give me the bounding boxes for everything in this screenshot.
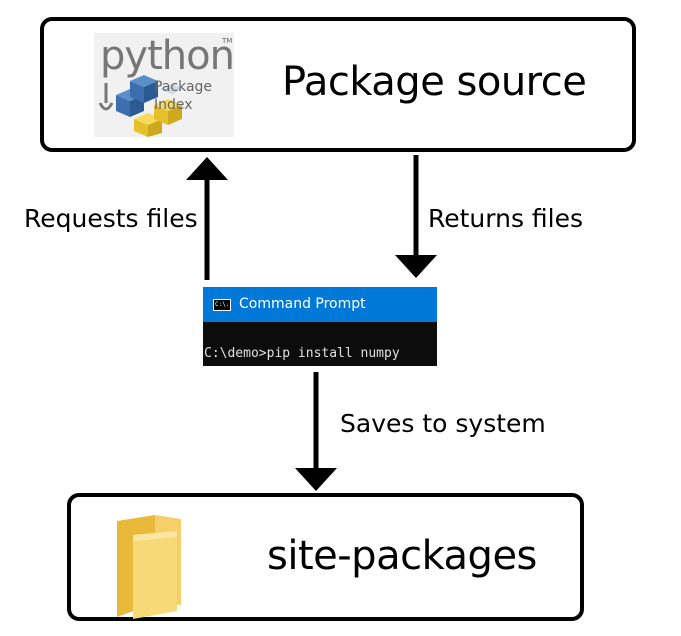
pypi-cubes-icon	[98, 75, 184, 137]
arrow-saves	[295, 372, 337, 491]
pypi-logo-line2: Index	[154, 97, 193, 113]
command-prompt-titlebar: C:\. Command Prompt	[203, 287, 437, 322]
label-saves-to-system: Saves to system	[340, 409, 546, 438]
label-returns-files: Returns files	[428, 204, 584, 233]
folder-icon	[117, 515, 181, 619]
pypi-logo-line1: Package	[154, 79, 213, 95]
site-packages-node: site-packages	[67, 493, 584, 621]
terminal-icon: C:\.	[213, 299, 231, 311]
pypi-logo-word: python	[100, 33, 235, 79]
pypi-logo-tm: TM	[222, 37, 233, 45]
package-source-title: Package source	[282, 59, 587, 105]
label-requests-files: Requests files	[24, 204, 198, 233]
command-prompt-window: C:\. Command Prompt C:\demo>pip install …	[203, 287, 437, 366]
pypi-logo: python TM Package Index	[94, 33, 235, 137]
command-line: C:\demo>pip install numpy	[204, 346, 400, 361]
arrow-returns	[395, 155, 437, 278]
command-prompt-title: Command Prompt	[239, 296, 366, 312]
package-source-node: python TM Package Index Package source	[40, 17, 636, 152]
site-packages-title: site-packages	[267, 533, 537, 579]
arrow-requests	[186, 157, 228, 280]
